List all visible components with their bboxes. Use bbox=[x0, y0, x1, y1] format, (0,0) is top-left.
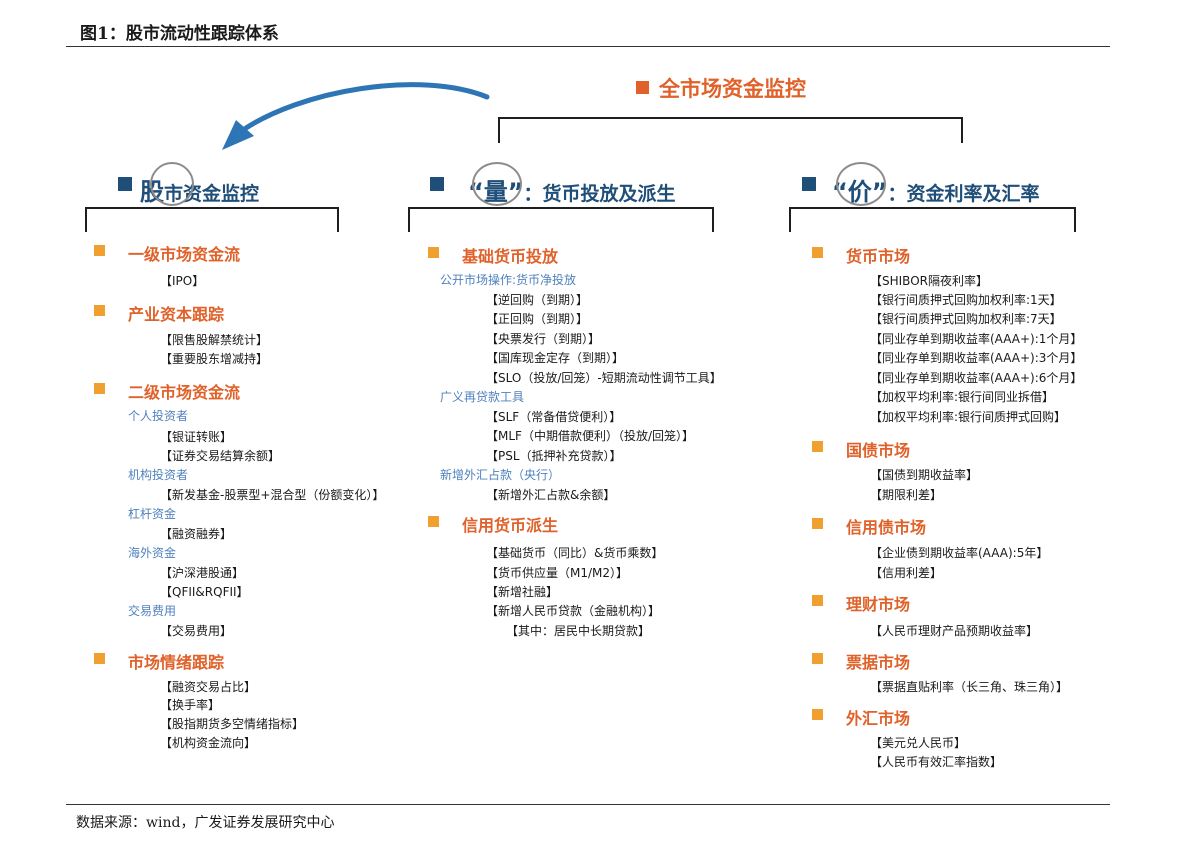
list-item: 【同业存单到期收益率(AAA+):3个月】 bbox=[870, 351, 1083, 365]
group-label: 个人投资者 bbox=[128, 409, 189, 423]
list-item: 【SHIBOR隔夜利率】 bbox=[870, 274, 988, 288]
list-item: 【机构资金流向】 bbox=[160, 736, 257, 750]
col3-square-icon bbox=[802, 177, 816, 191]
section-title: 货币市场 bbox=[812, 243, 910, 267]
top-title: 全市场资金监控 bbox=[636, 73, 806, 103]
col1-highlight-circle bbox=[150, 162, 194, 206]
list-item: 【基础货币（同比）&货币乘数】 bbox=[486, 546, 664, 560]
list-item: 【交易费用】 bbox=[160, 624, 233, 638]
list-item: 【沪深港股通】 bbox=[160, 566, 245, 580]
section-title: 票据市场 bbox=[812, 649, 910, 673]
list-item: 【新增社融】 bbox=[486, 585, 559, 599]
col2-title-rest: ：货币投放及派生 bbox=[523, 183, 676, 205]
list-item: 【融资交易占比】 bbox=[160, 680, 257, 694]
list-item: 【同业存单到期收益率(AAA+):6个月】 bbox=[870, 371, 1083, 385]
list-item: 【换手率】 bbox=[160, 698, 221, 712]
list-item: 【央票发行（到期）】 bbox=[486, 332, 601, 346]
section-square-icon bbox=[428, 247, 439, 258]
list-item: 【证券交易结算余额】 bbox=[160, 449, 281, 463]
section-title: 外汇市场 bbox=[812, 705, 910, 729]
list-item: 【人民币理财产品预期收益率】 bbox=[870, 624, 1039, 638]
list-item: 【人民币有效汇率指数】 bbox=[870, 755, 1003, 769]
section-title: 信用货币派生 bbox=[428, 512, 558, 536]
col3-title-rest: ：资金利率及汇率 bbox=[887, 183, 1040, 205]
list-item: 【国债到期收益率】 bbox=[870, 468, 979, 482]
list-item: 【银证转账】 bbox=[160, 430, 233, 444]
list-item: 【货币供应量（M1/M2）】 bbox=[486, 566, 629, 580]
list-item: 【加权平均利率:银行间同业拆借】 bbox=[870, 390, 1055, 404]
list-item: 【同业存单到期收益率(AAA+):1个月】 bbox=[870, 332, 1083, 346]
col1-bracket bbox=[85, 207, 339, 232]
col3-bracket bbox=[789, 207, 1076, 232]
list-item: 【信用利差】 bbox=[870, 566, 943, 580]
list-item: 【MLF（中期借款便利）（投放/回笼）】 bbox=[486, 429, 694, 443]
list-item: 【美元兑人民币】 bbox=[870, 736, 967, 750]
section-square-icon bbox=[94, 305, 105, 316]
section-square-icon bbox=[812, 653, 823, 664]
group-label: 新增外汇占款（央行） bbox=[440, 468, 561, 482]
section-title: 市场情绪跟踪 bbox=[94, 649, 224, 673]
section-square-icon bbox=[812, 709, 823, 720]
list-item: 【期限利差】 bbox=[870, 488, 943, 502]
arrow-head bbox=[222, 120, 254, 150]
section-square-icon bbox=[812, 247, 823, 258]
list-item: 【银行间质押式回购加权利率:1天】 bbox=[870, 293, 1062, 307]
section-title: 二级市场资金流 bbox=[94, 379, 240, 403]
list-item: 【加权平均利率:银行间质押式回购】 bbox=[870, 410, 1067, 424]
section-square-icon bbox=[428, 516, 439, 527]
section-square-icon bbox=[812, 518, 823, 529]
section-square-icon bbox=[812, 441, 823, 452]
list-item: 【股指期货多空情绪指标】 bbox=[160, 717, 305, 731]
section-title: 基础货币投放 bbox=[428, 243, 558, 267]
list-item: 【新增人民币贷款（金融机构）】 bbox=[486, 604, 661, 618]
list-item: 【SLO（投放/回笼）-短期流动性调节工具】 bbox=[486, 371, 722, 385]
top-bracket bbox=[498, 117, 963, 143]
list-item: 【正回购（到期）】 bbox=[486, 312, 589, 326]
list-item: 【逆回购（到期）】 bbox=[486, 293, 589, 307]
col3-highlight-circle bbox=[836, 162, 886, 206]
section-title: 一级市场资金流 bbox=[94, 241, 240, 265]
list-item: 【重要股东增减持】 bbox=[160, 352, 269, 366]
top-title-text: 全市场资金监控 bbox=[659, 77, 806, 101]
bottom-rule bbox=[66, 804, 1110, 805]
list-item: 【银行间质押式回购加权利率:7天】 bbox=[870, 312, 1062, 326]
section-square-icon bbox=[812, 595, 823, 606]
list-subitem: 【其中：居民中长期贷款】 bbox=[506, 624, 651, 638]
group-label: 公开市场操作:货币净投放 bbox=[440, 273, 577, 287]
section-title: 理财市场 bbox=[812, 591, 910, 615]
list-item: 【PSL（抵押补充贷款）】 bbox=[486, 449, 622, 463]
list-item: 【QFII&RQFII】 bbox=[160, 585, 249, 599]
section-title: 产业资本跟踪 bbox=[94, 301, 224, 325]
list-item: 【融资融券】 bbox=[160, 527, 233, 541]
section-title: 信用债市场 bbox=[812, 514, 926, 538]
list-item: 【国库现金定存（到期）】 bbox=[486, 351, 625, 365]
col2-bracket bbox=[408, 207, 714, 232]
section-square-icon bbox=[94, 383, 105, 394]
group-label: 广义再贷款工具 bbox=[440, 390, 525, 404]
section-square-icon bbox=[94, 245, 105, 256]
list-item: 【企业债到期收益率(AAA):5年】 bbox=[870, 546, 1049, 560]
figure-title: 图1：股市流动性跟踪体系 bbox=[80, 24, 279, 44]
group-label: 交易费用 bbox=[128, 604, 177, 618]
list-item: 【SLF（常备借贷便利）】 bbox=[486, 410, 622, 424]
top-rule bbox=[66, 46, 1110, 47]
list-item: 【IPO】 bbox=[160, 274, 205, 288]
list-item: 【票据直贴利率（长三角、珠三角）】 bbox=[870, 680, 1069, 694]
group-label: 机构投资者 bbox=[128, 468, 189, 482]
list-item: 【限售股解禁统计】 bbox=[160, 333, 269, 347]
col1-square-icon bbox=[118, 177, 132, 191]
top-title-square-icon bbox=[636, 81, 649, 94]
col2-highlight-circle bbox=[472, 162, 522, 206]
section-square-icon bbox=[94, 653, 105, 664]
group-label: 杠杆资金 bbox=[128, 507, 177, 521]
group-label: 海外资金 bbox=[128, 546, 177, 560]
source-note: 数据来源：wind，广发证券发展研究中心 bbox=[76, 815, 335, 831]
section-title: 国债市场 bbox=[812, 437, 910, 461]
list-item: 【新发基金-股票型+混合型（份额变化）】 bbox=[160, 488, 385, 502]
list-item: 【新增外汇占款&余额】 bbox=[486, 488, 616, 502]
col2-square-icon bbox=[430, 177, 444, 191]
curved-arrow bbox=[237, 82, 490, 135]
